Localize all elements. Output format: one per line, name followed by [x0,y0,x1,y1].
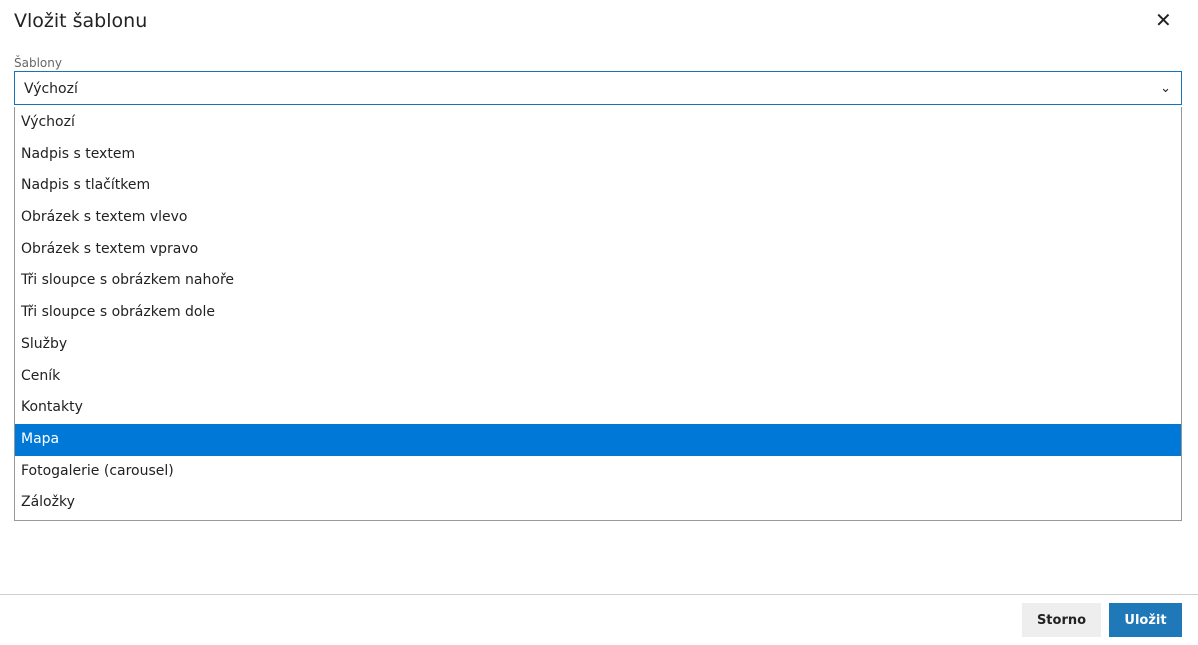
dropdown-option[interactable]: Výchozí [21,114,75,130]
selected-value: Výchozí [24,81,78,97]
cancel-button[interactable]: Storno [1022,603,1101,637]
field-label: Šablony [14,56,62,70]
template-select[interactable]: Výchozí ⌄ [14,71,1182,105]
dropdown-option[interactable]: Nadpis s tlačítkem [21,177,151,194]
dropdown-option[interactable]: Tři sloupce s obrázkem nahoře [21,272,235,289]
chevron-down-icon: ⌄ [1160,81,1171,96]
dropdown-option[interactable]: Nadpis s textem [21,145,136,162]
divider [0,594,1198,595]
close-icon[interactable]: ✕ [1155,8,1172,32]
dropdown-option[interactable]: Fotogalerie (carousel) [21,462,174,479]
dropdown-option[interactable]: Tři sloupce s obrázkem dole [21,304,216,321]
dropdown-option[interactable]: Ceník [21,367,61,384]
dropdown-option[interactable]: Záložky [21,494,75,511]
dropdown-option[interactable]: Kontakty [21,399,83,416]
save-button[interactable]: Uložit [1109,603,1182,637]
dropdown-option[interactable]: Obrázek s textem vlevo [21,209,188,226]
dialog-title: Vložit šablonu [14,10,148,32]
dropdown-option[interactable]: Služby [21,335,68,352]
dropdown-option[interactable]: Mapa [15,423,1181,456]
dropdown-option[interactable]: Obrázek s textem vpravo [21,240,199,257]
